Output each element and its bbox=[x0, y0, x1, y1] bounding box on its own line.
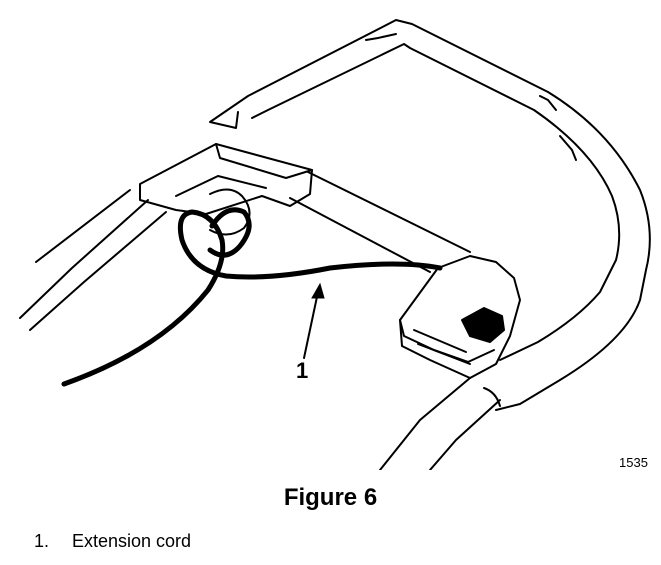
callout-number: 1 bbox=[296, 358, 309, 383]
cord-hook bbox=[209, 188, 251, 236]
callout-arrow-line bbox=[303, 291, 319, 359]
switch-button bbox=[461, 307, 505, 343]
callout-arrow-head bbox=[311, 282, 325, 299]
handle-loop-outer bbox=[209, 19, 651, 411]
crossbar-top bbox=[307, 171, 471, 253]
handle-ridge bbox=[365, 33, 577, 161]
image-id: 1535 bbox=[619, 455, 648, 470]
left-tube-3 bbox=[35, 189, 131, 263]
crossbar-bottom bbox=[289, 197, 431, 273]
mower-handle-drawing bbox=[19, 19, 651, 470]
left-tube-2 bbox=[29, 211, 167, 331]
handle-illustration bbox=[19, 19, 651, 470]
left-bracket bbox=[139, 143, 313, 215]
extension-cord bbox=[61, 209, 443, 387]
switch-box bbox=[399, 255, 521, 379]
legend-item-number: 1. bbox=[34, 531, 50, 551]
legend-item: 1. Extension cord bbox=[34, 531, 191, 552]
right-tube-end bbox=[483, 387, 501, 407]
right-tube-1 bbox=[379, 377, 471, 470]
switch-box-ridges bbox=[413, 329, 471, 365]
left-tube-1 bbox=[19, 199, 149, 319]
right-tube-2 bbox=[429, 399, 501, 470]
handle-loop-inner bbox=[251, 43, 621, 361]
extension-cord-loop bbox=[207, 207, 252, 258]
figure-caption: Figure 6 bbox=[283, 484, 378, 511]
left-bracket-inner bbox=[175, 175, 267, 197]
legend-item-label: Extension cord bbox=[72, 531, 192, 551]
left-bracket-top bbox=[215, 143, 313, 179]
